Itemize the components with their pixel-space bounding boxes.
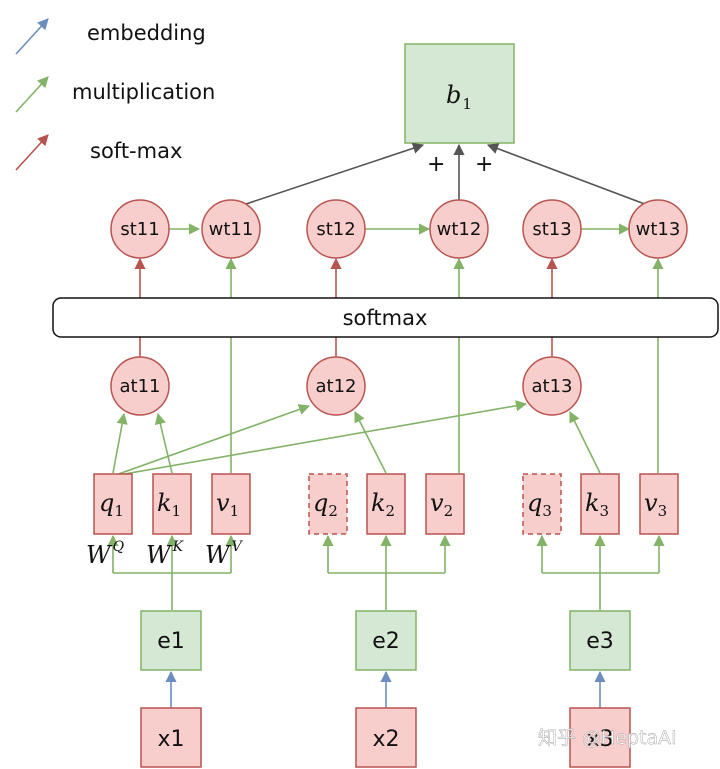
score-node-st11: st11: [110, 199, 170, 259]
plus-sign-right: +: [475, 152, 493, 177]
svg-text:e3: e3: [586, 629, 614, 654]
svg-text:k2: k2: [371, 489, 395, 520]
input-box-x3: x3: [569, 707, 631, 768]
svg-text:x2: x2: [372, 727, 399, 752]
weighted-node-wt12: wt12: [429, 199, 489, 259]
weighted-nodes: wt11 wt12 wt13: [201, 199, 688, 259]
svg-text:x3: x3: [586, 727, 613, 752]
score-node-st12: st12: [306, 199, 366, 259]
svg-text:at13: at13: [532, 376, 573, 397]
legend-multiplication-label: multiplication: [72, 80, 215, 104]
svg-text:v2: v2: [430, 489, 453, 520]
input-box-x1: x1: [140, 707, 202, 768]
key-box-2: k2: [366, 473, 406, 535]
legend-embedding-arrow: [15, 18, 49, 55]
svg-text:q1: q1: [99, 489, 124, 520]
attention-node-at11: at11: [110, 356, 170, 416]
softmax-links: [134, 257, 558, 360]
key-box-1: k1: [152, 473, 192, 535]
sum-arrows: + +: [230, 142, 659, 210]
key-box-3: k3: [580, 473, 620, 535]
query-key-arrows: [112, 400, 601, 477]
attention-nodes: at11 at12 at13: [110, 356, 582, 416]
input-boxes: x1 x2 x3: [140, 707, 631, 768]
attention-node-at12: at12: [306, 356, 366, 416]
svg-text:q3: q3: [527, 489, 552, 520]
svg-text:wt11: wt11: [209, 219, 254, 240]
weighted-node-wt11: wt11: [201, 199, 261, 259]
legend-softmax-label: soft-max: [90, 139, 182, 163]
value-to-weight-arrows: [225, 257, 664, 473]
legend-embedding-label: embedding: [87, 21, 206, 45]
svg-text:k3: k3: [585, 489, 609, 520]
plus-sign-left: +: [427, 152, 445, 177]
projection-arrows: [107, 534, 665, 610]
svg-text:e1: e1: [157, 629, 185, 654]
query-box-2: q2: [308, 473, 348, 535]
query-box-3: q3: [522, 473, 562, 535]
svg-text:wt13: wt13: [636, 219, 681, 240]
svg-text:v3: v3: [644, 489, 667, 520]
svg-text:at11: at11: [120, 376, 161, 397]
softmax-bar: softmax: [52, 297, 719, 338]
value-box-3: v3: [639, 473, 679, 535]
legend-softmax-arrow: [15, 134, 49, 171]
output-symbol: b: [446, 81, 461, 109]
svg-text:b1: b1: [446, 81, 472, 113]
legend-multiplication-arrow: [15, 76, 49, 113]
legend: embedding multiplication soft-max: [15, 18, 215, 171]
svg-text:at12: at12: [316, 376, 357, 397]
attention-node-at13: at13: [522, 356, 582, 416]
svg-text:wt12: wt12: [437, 219, 482, 240]
svg-text:st11: st11: [120, 219, 159, 240]
embedding-box-e1: e1: [140, 610, 202, 671]
embedding-box-e2: e2: [355, 610, 417, 671]
weighted-node-wt13: wt13: [628, 199, 688, 259]
svg-text:x1: x1: [157, 727, 184, 752]
svg-text:e2: e2: [372, 629, 400, 654]
svg-text:st13: st13: [532, 219, 571, 240]
value-box-2: v2: [425, 473, 465, 535]
score-nodes: st11 st12 st13: [110, 199, 582, 259]
embedding-boxes: e1 e2 e3: [140, 610, 631, 671]
embedding-box-e3: e3: [569, 610, 631, 671]
sum-arrow-3: [486, 143, 659, 210]
watermark: 知乎 @HeptaAI: [538, 727, 677, 749]
svg-text:st12: st12: [316, 219, 355, 240]
vector-boxes: q1 k1 v1 q2 k2 v2 q3 k3: [93, 473, 679, 535]
sum-arrow-1: [230, 142, 425, 210]
input-box-x2: x2: [355, 707, 417, 768]
output-box: b1: [404, 43, 515, 144]
svg-text:q2: q2: [313, 489, 338, 520]
softmax-bar-label: softmax: [343, 306, 428, 330]
embedding-arrows: [165, 670, 606, 708]
svg-text:k1: k1: [157, 489, 181, 520]
output-index: 1: [462, 95, 472, 113]
query-box-1: q1: [93, 473, 133, 535]
value-box-1: v1: [211, 473, 251, 535]
svg-text:v1: v1: [216, 489, 239, 520]
score-node-st13: st13: [522, 199, 582, 259]
